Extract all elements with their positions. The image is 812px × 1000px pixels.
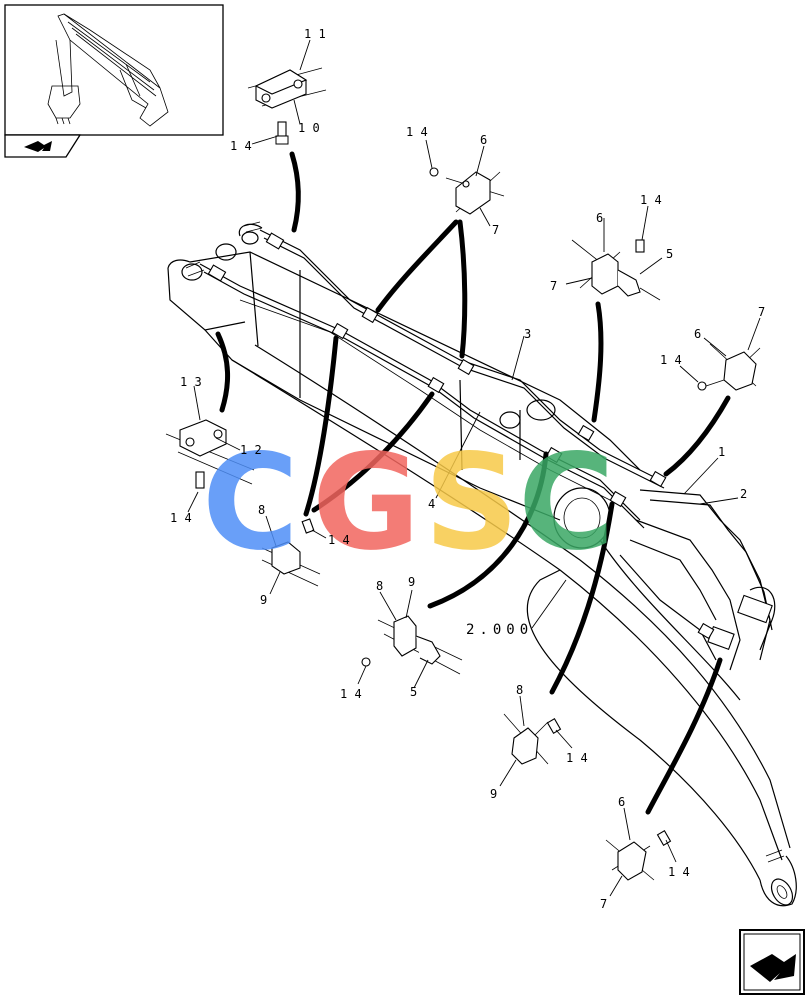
callout-9: 9 [490, 787, 497, 801]
callout-8: 8 [258, 503, 265, 517]
callout-9: 9 [260, 593, 267, 607]
connector-curves [215, 151, 731, 815]
clamp-detail-13-12 [165, 419, 255, 489]
callout-14: 1 4 [406, 125, 428, 139]
watermark-letter-c2: C [518, 426, 615, 580]
callout-8: 8 [516, 683, 523, 697]
callout-14: 1 4 [668, 865, 690, 879]
callout-5: 5 [666, 247, 673, 261]
callout-14: 1 4 [640, 193, 662, 207]
boom-outline [167, 223, 797, 907]
callout-1: 1 [718, 445, 725, 459]
next-page-arrow-icon[interactable] [739, 929, 805, 995]
callout-7: 7 [492, 223, 499, 237]
callout-3: 3 [524, 327, 531, 341]
callout-14: 1 4 [170, 511, 192, 525]
callout-labels: 1 1 1 0 1 4 1 4 6 7 6 1 4 5 7 7 6 1 4 3 … [170, 27, 765, 911]
clamp-detail-8-9-c [503, 713, 562, 765]
callout-6: 6 [596, 211, 603, 225]
callout-13: 1 3 [180, 375, 202, 389]
callout-12: 1 2 [240, 443, 262, 457]
callout-9: 9 [408, 575, 415, 589]
clamp-detail-8-9-a [261, 518, 321, 587]
callout-6: 6 [480, 133, 487, 147]
watermark-cgsc: C G S C [202, 426, 615, 580]
leader-lines [187, 39, 761, 897]
callout-6: 6 [694, 327, 701, 341]
clamp-detail-top [247, 67, 327, 145]
callout-14: 1 4 [340, 687, 362, 701]
callout-8: 8 [376, 579, 383, 593]
reference-label: 2.000 [466, 622, 533, 638]
callout-14: 1 4 [328, 533, 350, 547]
clamp-detail-6-7-a [429, 167, 505, 215]
callout-14: 1 4 [230, 139, 252, 153]
callout-6: 6 [618, 795, 625, 809]
callout-5: 5 [410, 685, 417, 699]
callout-7: 7 [600, 897, 607, 911]
watermark-letter-g: G [312, 426, 420, 580]
callout-14: 1 4 [660, 353, 682, 367]
callout-7: 7 [758, 305, 765, 319]
excavator-arm-thumbnail[interactable] [4, 4, 224, 136]
callout-4: 4 [428, 497, 435, 511]
clamp-detail-6-7-c [697, 343, 761, 391]
navigate-arrow-icon[interactable] [4, 134, 82, 158]
watermark-letter-c1: C [202, 426, 299, 580]
watermark-letter-s: S [424, 426, 519, 580]
hydraulic-tube-set [185, 221, 776, 671]
callout-2: 2 [740, 487, 747, 501]
clamp-detail-6-7-d [605, 830, 672, 881]
callout-14: 1 4 [566, 751, 588, 765]
clamp-detail-8-9-b [361, 615, 463, 675]
clamp-detail-6-7-b [571, 239, 661, 301]
callout-10: 1 0 [298, 121, 320, 135]
callout-7: 7 [550, 279, 557, 293]
callout-11: 1 1 [304, 27, 326, 41]
